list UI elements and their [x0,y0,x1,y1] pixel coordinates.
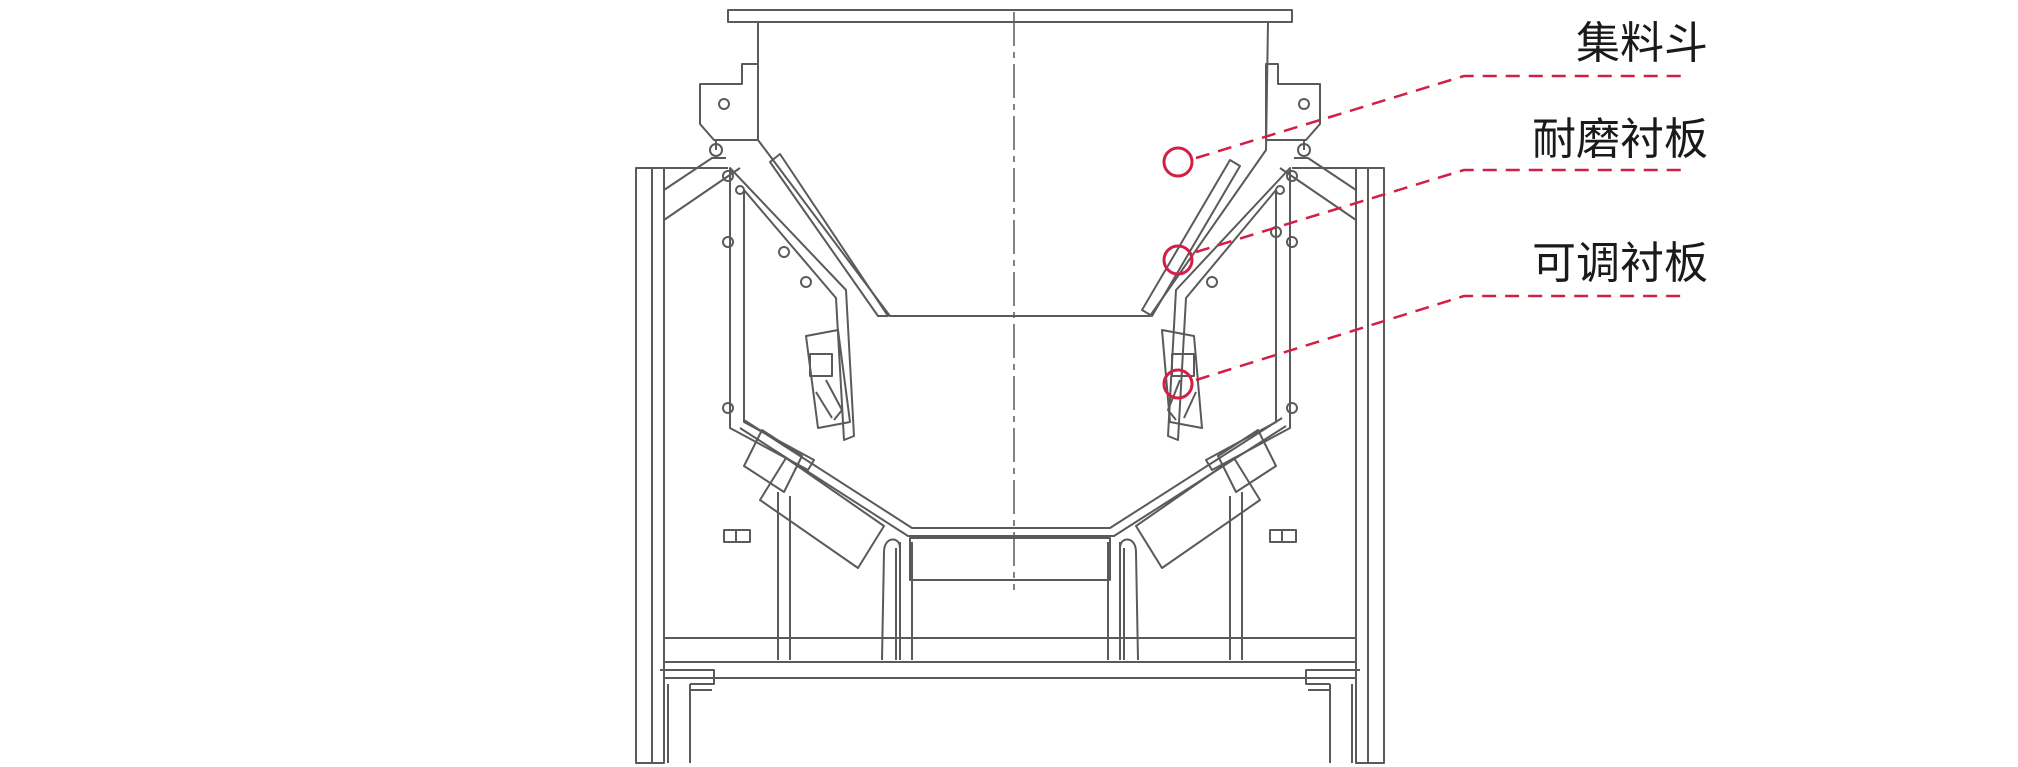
bracket-right [1265,63,1321,157]
callout-leader-wear-liner [1195,168,1688,254]
callout-label-adjustable-liner: 可调衬板 [1532,238,1708,289]
frame-right-post [1355,167,1385,764]
callout-marker-hopper [1162,146,1194,178]
hopper-flange [727,9,1293,23]
idler-roller-center [909,537,1111,581]
channel-foot-right [1305,669,1360,763]
conveyor-belt [739,417,1287,537]
wear-liner-right [1141,159,1241,317]
callout-marker-adjustable-liner [1162,368,1194,400]
frame-bottom-beams [664,637,1356,679]
wear-liner-left [769,153,889,317]
callout-leader-hopper [1195,74,1688,160]
adjustable-clamp-left [805,329,851,429]
idler-roller-right [1135,429,1277,569]
adjustable-clamp-right [1161,329,1203,429]
callout-label-wear-liner: 耐磨衬板 [1532,114,1708,165]
frame-left-post [635,167,665,764]
callout-marker-wear-liner [1162,244,1194,276]
idler-roller-left [743,429,885,569]
callout-leader-adjustable-liner [1195,294,1688,382]
post-mid-brackets [723,529,1297,543]
frame-top-beam [636,157,1384,221]
channel-foot-left [660,669,715,763]
callout-label-hopper: 集料斗 [1576,18,1708,69]
bracket-left [699,63,759,157]
skirt-bolts [722,170,1298,414]
idler-frame-legs [777,492,1243,661]
